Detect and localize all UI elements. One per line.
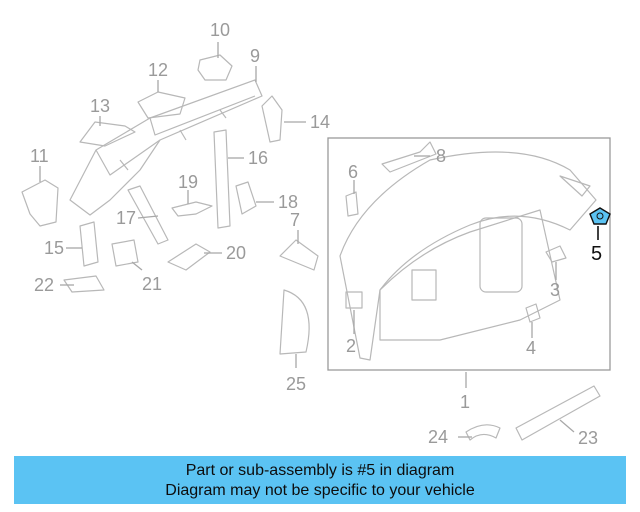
leader-17 — [137, 215, 159, 219]
callout-24: 24 — [428, 427, 448, 447]
callout-11: 11 — [30, 146, 49, 166]
callout-7: 7 — [290, 210, 300, 230]
callout-4: 4 — [526, 338, 536, 358]
part-25-panel — [279, 289, 310, 355]
part-14-bracket — [261, 95, 283, 143]
callout-12: 12 — [148, 60, 168, 80]
callout-21: 21 — [142, 274, 162, 294]
callout-19: 19 — [178, 172, 198, 192]
part-13-bracket — [79, 121, 136, 147]
callout-23: 23 — [578, 428, 598, 448]
part-3-clip — [545, 245, 567, 263]
callout-1: 1 — [460, 392, 470, 412]
callout-2: 2 — [346, 336, 356, 356]
assembly-box — [327, 137, 611, 371]
callout-22: 22 — [34, 275, 54, 295]
part-22-bracket — [63, 275, 105, 293]
part-4-clip — [525, 303, 541, 323]
callout-13: 13 — [90, 96, 110, 116]
part-5-highlighted[interactable] — [589, 207, 611, 225]
callout-18: 18 — [278, 192, 298, 212]
part-10-bracket — [197, 54, 233, 81]
part-12-bracket — [137, 91, 186, 119]
part-15-bracket — [79, 221, 99, 267]
part-18-bracket — [235, 181, 257, 215]
part-16-bracket — [213, 129, 231, 229]
callout-6: 6 — [348, 162, 358, 182]
part-19-bracket — [171, 201, 213, 217]
part-23-bracket — [515, 385, 601, 441]
callout-20: 20 — [226, 243, 246, 263]
banner-line-disclaimer: Diagram may not be specific to your vehi… — [165, 482, 475, 499]
part-9-crossbeam — [69, 79, 263, 216]
callout-3: 3 — [550, 280, 560, 300]
callout-10: 10 — [210, 20, 230, 40]
leader-23 — [559, 419, 575, 433]
callout-5[interactable]: 5 — [591, 243, 602, 265]
part-8-bracket — [381, 141, 437, 173]
part-21-bracket — [111, 239, 139, 267]
callout-14: 14 — [310, 112, 330, 132]
part-11-bracket — [21, 179, 59, 227]
part-6-bracket — [345, 191, 359, 217]
callout-16: 16 — [248, 148, 268, 168]
callout-8: 8 — [436, 146, 446, 166]
callout-9: 9 — [250, 46, 260, 66]
part-7-bracket — [279, 239, 319, 271]
part-20-bracket — [167, 243, 211, 271]
info-banner: Part or sub-assembly is #5 in diagram Di… — [14, 456, 626, 504]
leader-21 — [131, 261, 143, 271]
callout-25: 25 — [286, 374, 306, 394]
part-2-clip — [345, 291, 363, 309]
part-17-bracket — [127, 185, 169, 245]
part-1-dashboard — [339, 151, 597, 361]
callout-17: 17 — [116, 208, 136, 228]
callout-15: 15 — [44, 238, 64, 258]
part-24-bracket — [465, 424, 501, 441]
banner-line-part: Part or sub-assembly is #5 in diagram — [185, 462, 455, 479]
